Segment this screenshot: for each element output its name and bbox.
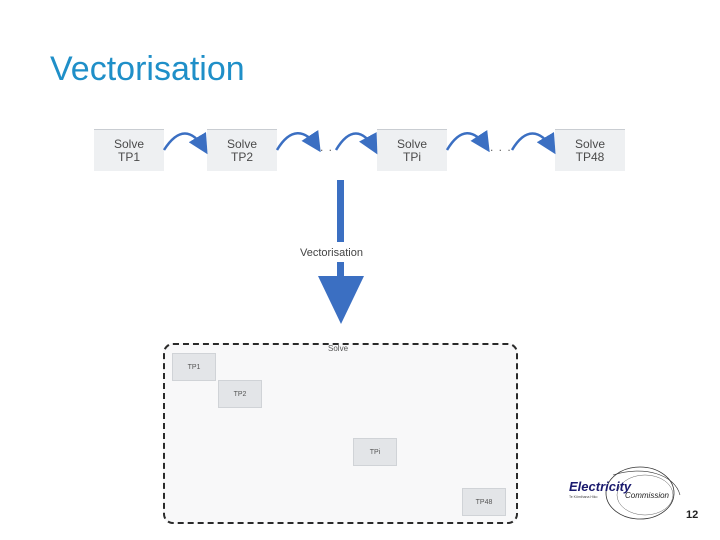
tp48-block: TP48 xyxy=(462,488,506,516)
curve-arrow-tp1-tp2 xyxy=(162,131,208,155)
tpi-block: TPi xyxy=(353,438,397,466)
logo-word-commission: Commission xyxy=(625,491,670,500)
solve-block-frame xyxy=(163,343,518,524)
solve-tp48-line1: Solve xyxy=(574,136,606,151)
solve-block-label: Solve xyxy=(328,344,349,353)
logo-graphic xyxy=(605,466,681,520)
vectorisation-label: Vectorisation xyxy=(300,247,363,259)
page-number: 12 xyxy=(686,509,699,521)
slide-title: Vectorisation xyxy=(50,50,245,88)
solve-tp2-line2: TP2 xyxy=(230,149,253,164)
tp2-block: TP2 xyxy=(218,380,262,408)
curve-arrow-dots-tpi xyxy=(334,132,378,155)
electricity-commission-logo: Electricity Te Kōmihana Hiko Commission xyxy=(565,465,690,525)
curve-arrow-tp2-dots xyxy=(275,129,321,153)
curve-arrow-tpi-dots xyxy=(445,129,490,153)
vectorisation-arrow-head xyxy=(318,276,364,324)
tp1-block: TP1 xyxy=(172,353,216,381)
sequence-ellipsis-2: . . . xyxy=(490,140,512,154)
solve-tp1-line1: Solve xyxy=(113,136,145,151)
solve-tpi-line2: TPi xyxy=(403,149,421,164)
vectorisation-arrow-shaft-lower xyxy=(337,262,344,276)
solve-tp1-box: Solve TP1 xyxy=(94,129,164,171)
solve-tpi-box: Solve TPi xyxy=(377,129,447,171)
solve-tp2-line1: Solve xyxy=(226,136,258,151)
logo-word-electricity: Electricity xyxy=(569,479,632,494)
sequence-ellipsis-1: . . xyxy=(320,140,334,154)
solve-tp48-line2: TP48 xyxy=(575,149,605,164)
solve-tpi-line1: Solve xyxy=(396,136,428,151)
solve-tp48-box: Solve TP48 xyxy=(555,129,625,171)
logo-tagline: Te Kōmihana Hiko xyxy=(569,495,598,499)
solve-tp1-line2: TP1 xyxy=(117,149,140,164)
curve-arrow-dots-tp48 xyxy=(510,131,556,155)
vectorisation-arrow-shaft xyxy=(337,180,344,242)
solve-tp2-box: Solve TP2 xyxy=(207,129,277,171)
